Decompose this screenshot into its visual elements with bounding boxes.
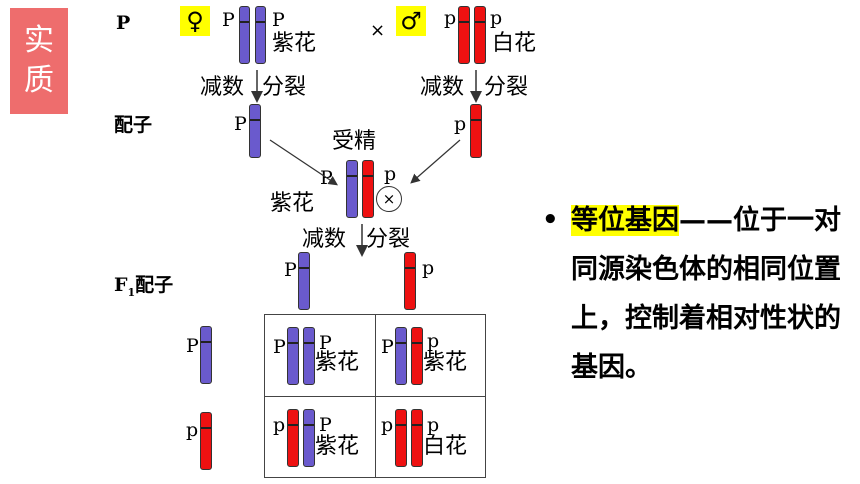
cell-2-gene-left: P	[381, 336, 394, 358]
male-chromosome-left	[458, 6, 470, 64]
arrow-gamete-female-to-zygote	[269, 139, 338, 186]
cell-1-chromosome-right	[303, 327, 315, 385]
female-gene-left: P	[222, 9, 235, 31]
row-label-gametes: 配子	[114, 114, 153, 136]
row-label-f1-gametes: F1配子	[114, 274, 174, 299]
definition-term: 等位基因	[571, 205, 679, 236]
punnett-divider-horizontal	[265, 396, 485, 397]
cell-3-gene-left: p	[273, 414, 286, 436]
self-cross-symbol: ×	[376, 186, 402, 212]
badge-char-2: 质	[24, 63, 54, 98]
male-symbol: ♂	[396, 6, 426, 36]
punnett-row-chromosome-2	[200, 412, 212, 470]
meiosis2-right: 分裂	[366, 227, 411, 252]
male-gene-left: p	[444, 7, 457, 29]
cell-4-gene-left: p	[381, 414, 394, 436]
cell-2-chromosome-left	[395, 327, 407, 385]
topic-badge: 实 质	[10, 8, 68, 114]
female-symbol: ♀	[180, 6, 210, 36]
f1-gamete-chromosome-left	[298, 252, 310, 310]
zygote-trait: 紫花	[270, 191, 315, 216]
cell-1-trait: 紫花	[315, 350, 360, 375]
cell-2-gene-right: p	[427, 330, 440, 352]
punnett-row-chromosome-1	[200, 326, 212, 384]
female-chromosome-left	[239, 6, 250, 64]
zygote-chromosome-left	[346, 160, 358, 218]
meiosis-right-male: 分裂	[484, 75, 529, 100]
cell-2-trait: 紫花	[423, 350, 468, 375]
definition-text: ——位于一对同源染色体的相同位置上，控制着相对性状的基因。	[571, 205, 841, 383]
meiosis-left-male: 减数	[420, 75, 465, 100]
male-chromosome-right	[474, 6, 486, 64]
f1-gamete-chromosome-right	[404, 252, 416, 310]
row-label-parents: P	[116, 12, 131, 34]
meiosis2-left: 减数	[302, 227, 347, 252]
gamete-chromosome-male	[470, 104, 482, 158]
f1-gamete-gene-right: p	[422, 257, 435, 279]
gamete-chromosome-female	[249, 104, 261, 158]
punnett-square: P P 紫花 P p 紫花 p P 紫花 p p 白花	[264, 314, 486, 478]
badge-char-1: 实	[24, 23, 54, 58]
punnett-row-gene-2: p	[186, 419, 199, 441]
fertilization-label: 受精	[332, 129, 377, 154]
cell-4-chromosome-right	[411, 409, 423, 467]
cell-1-gene-left: P	[273, 336, 286, 358]
cell-4-gene-right: p	[427, 414, 440, 436]
definition-bullet: •	[542, 205, 559, 235]
gamete-gene-male: p	[454, 113, 467, 135]
cell-3-chromosome-right	[303, 409, 315, 467]
cell-3-chromosome-left	[287, 409, 299, 467]
meiosis-left-female: 减数	[200, 75, 245, 100]
cell-2-chromosome-right	[411, 327, 423, 385]
cell-3-gene-right: P	[319, 414, 332, 436]
cell-1-chromosome-left	[287, 327, 299, 385]
cross-symbol: ×	[370, 20, 386, 41]
cell-1-gene-right: P	[319, 332, 332, 354]
punnett-row-gene-1: P	[186, 335, 199, 357]
zygote-gene-right: p	[384, 163, 397, 185]
female-trait: 紫花	[272, 31, 317, 56]
definition-block: • 等位基因——位于一对同源染色体的相同位置上，控制着相对性状的基因。	[542, 196, 845, 392]
male-gene-right: p	[490, 7, 503, 29]
gamete-gene-female: P	[234, 113, 247, 135]
meiosis-right-female: 分裂	[262, 75, 307, 100]
arrow-gamete-male-to-zygote	[410, 139, 461, 184]
f1-gamete-gene-left: P	[284, 259, 297, 281]
cell-4-trait: 白花	[423, 434, 468, 459]
cell-4-chromosome-left	[395, 409, 407, 467]
female-gene-right: P	[272, 9, 285, 31]
female-chromosome-right	[255, 6, 266, 64]
cell-3-trait: 紫花	[315, 434, 360, 459]
male-trait: 白花	[492, 31, 537, 56]
zygote-chromosome-right	[362, 160, 374, 218]
